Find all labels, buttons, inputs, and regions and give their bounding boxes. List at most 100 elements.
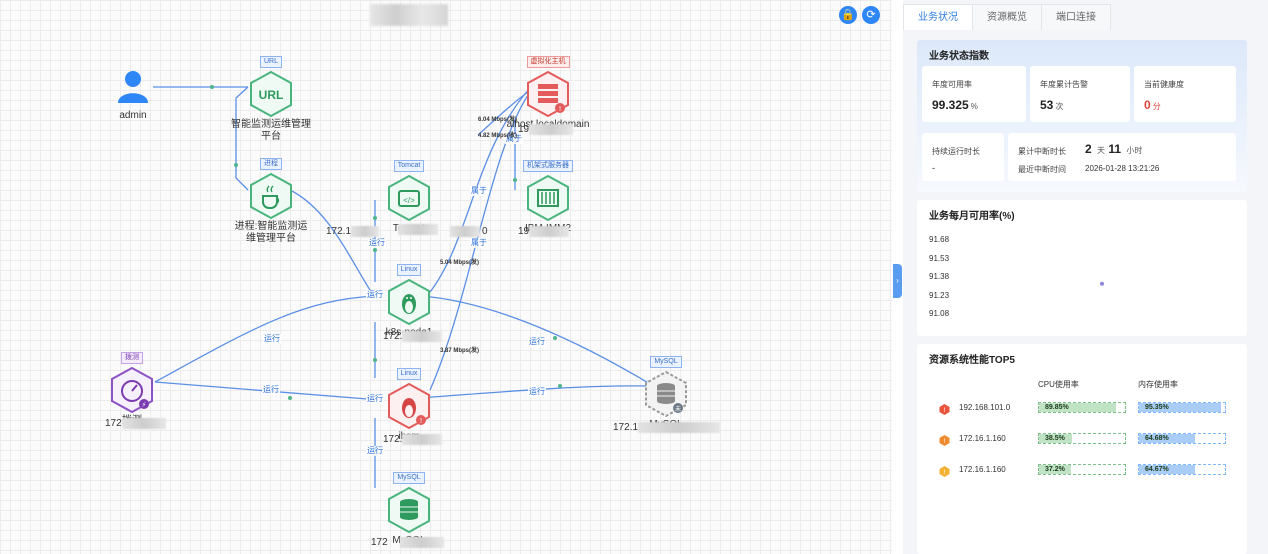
resource-ip[interactable]: 172.16.1.160 — [959, 465, 1006, 474]
node-label: 进程:智能监测运维管理平台 — [234, 221, 308, 244]
node-tomcat[interactable]: Tomcat </> Tomcat — [349, 154, 469, 235]
panel-collapse-toggle[interactable]: › — [893, 264, 902, 298]
resource-ip[interactable]: 192.168.101.0 — [959, 403, 1011, 412]
usage-value: 64.68% — [1145, 435, 1169, 442]
speed-label: 5.04 Mbps(发) — [440, 260, 480, 266]
rank-icon: ! — [939, 402, 950, 415]
node-ip: 19 — [518, 226, 570, 237]
node-ip: 172.1 — [326, 226, 380, 237]
edge-label: 运行 — [528, 387, 546, 397]
edge-label: 运行 — [368, 238, 386, 248]
usage-value: 38.5% — [1045, 435, 1065, 442]
edge-label: 运行 — [366, 290, 384, 300]
edge-label: 运行 — [263, 334, 281, 344]
tomcat-icon: </> — [387, 174, 431, 222]
topology-canvas[interactable]: 🔒 ⟳ 运行 运行 运行 运行 运行 运行 运行 — [0, 0, 892, 554]
node-process[interactable]: 进程 进程:智能监测运维管理平台 — [211, 152, 331, 245]
node-rack-server[interactable]: 机架式服务器 IBM-IMM2 — [488, 154, 608, 235]
tab-resource-overview[interactable]: 资源概览 — [972, 4, 1042, 30]
card-title: 业务每月可用率(%) — [929, 211, 1015, 222]
right-panel: 业务状况 资源概览 端口连接 业务状态指数 年度可用率 99.325% 年度累计… — [903, 0, 1268, 554]
node-label: admin — [119, 110, 147, 121]
top5-card: 资源系统性能TOP5 CPU使用率 内存使用率 ! 192.168.101.0 89… — [917, 344, 1247, 554]
blurred-title — [370, 4, 448, 26]
node-tag: Linux — [396, 368, 422, 380]
kpi-downtime: 累计中断时长 2 天 11 小时 最近中断时间 2026-01-28 13:21… — [1008, 133, 1236, 181]
edge-label: 运行 — [366, 446, 384, 456]
svg-text:</>: </> — [403, 196, 415, 205]
usage-value: 89.85% — [1045, 404, 1069, 411]
node-probe[interactable]: 拨测 ⚡ 拨测 — [72, 346, 192, 427]
node-ibsm[interactable]: Linux ! ibsm — [349, 362, 469, 443]
mem-usage-bar: 64.68% — [1138, 433, 1226, 444]
cpu-usage-bar: 89.85% — [1038, 402, 1126, 413]
lock-icon[interactable]: 🔒 — [839, 6, 857, 24]
linux-penguin-icon: ! — [387, 382, 431, 430]
y-tick-label: 91.53 — [929, 253, 950, 263]
refresh-icon[interactable]: ⟳ — [862, 6, 880, 24]
svg-text:URL: URL — [259, 88, 284, 102]
kpi-value: 2026-01-28 13:21:26 — [1085, 164, 1160, 173]
svg-text:!: ! — [559, 105, 562, 113]
node-tag: MySQL — [650, 356, 682, 368]
database-icon: 未 — [644, 370, 688, 418]
node-mysql-right[interactable]: MySQL 未 MySQL — [606, 350, 726, 431]
cpu-usage-bar: 38.5% — [1038, 433, 1126, 444]
node-ip: 0 — [482, 226, 488, 237]
node-ip: 19 — [518, 124, 574, 135]
node-ip: 172.1 — [613, 422, 721, 433]
tab-port-connections[interactable]: 端口连接 — [1041, 4, 1111, 30]
resource-ip[interactable]: 172.16.1.160 — [959, 434, 1006, 443]
node-tag: 虚拟化主机 — [526, 56, 570, 68]
edge-label: 属于 — [505, 134, 523, 144]
bar-fill — [1139, 434, 1195, 443]
y-tick-label: 91.68 — [929, 235, 950, 244]
edge-label: 运行 — [528, 337, 546, 347]
url-icon: URL — [249, 70, 293, 118]
kpi-label: 当前健康度 — [1144, 80, 1184, 89]
node-admin[interactable]: admin — [73, 68, 193, 122]
node-ip: 172 — [371, 537, 444, 548]
user-icon — [118, 71, 148, 103]
edge-label: 运行 — [262, 385, 280, 395]
y-tick-label: 91.38 — [929, 272, 950, 281]
node-ip: 172 — [105, 418, 166, 429]
blurred-ip — [450, 226, 480, 237]
rack-server-icon — [526, 174, 570, 222]
kpi-label: 累计中断时长 — [1018, 147, 1066, 156]
node-url[interactable]: URL URL 智能监测运维管理平台 — [211, 50, 331, 143]
mem-header: 内存使用率 — [1138, 380, 1178, 389]
node-tag: Linux — [396, 264, 422, 276]
node-mysql-bottom[interactable]: MySQL MySQL — [349, 466, 469, 547]
bar-fill — [1139, 465, 1195, 474]
node-label: 智能监测运维管理平台 — [231, 119, 311, 142]
svg-text:⚡: ⚡ — [142, 401, 147, 409]
node-tag: 机架式服务器 — [523, 160, 573, 172]
node-ip: 172. — [383, 331, 443, 342]
database-icon — [387, 486, 431, 534]
panel-tabs: 业务状况 资源概览 端口连接 — [903, 4, 1111, 30]
edge-label: 属于 — [470, 186, 488, 196]
blurred-ip — [398, 224, 438, 235]
node-tag: URL — [259, 56, 282, 68]
kpi-label: 持续运行时长 — [932, 147, 980, 156]
linux-penguin-icon — [387, 278, 431, 326]
node-vm[interactable]: 虚拟化主机 ! alhost.localdomain — [488, 50, 608, 131]
data-point — [1100, 281, 1104, 286]
kpi-value: - — [932, 163, 935, 173]
mem-usage-bar: 95.35% — [1138, 402, 1226, 413]
node-tag: Tomcat — [393, 160, 425, 172]
node-k8s[interactable]: Linux k8s-node1 — [349, 258, 469, 339]
svg-text:未: 未 — [675, 405, 681, 413]
rank-icon: ! — [939, 464, 950, 477]
card-title: 资源系统性能TOP5 — [929, 355, 1015, 366]
server-icon: ! — [526, 70, 570, 118]
cpu-header: CPU使用率 — [1038, 380, 1079, 389]
cpu-usage-bar: 37.2% — [1038, 464, 1126, 475]
edge-label: 属于 — [470, 238, 488, 248]
tab-business-status[interactable]: 业务状况 — [903, 4, 973, 30]
